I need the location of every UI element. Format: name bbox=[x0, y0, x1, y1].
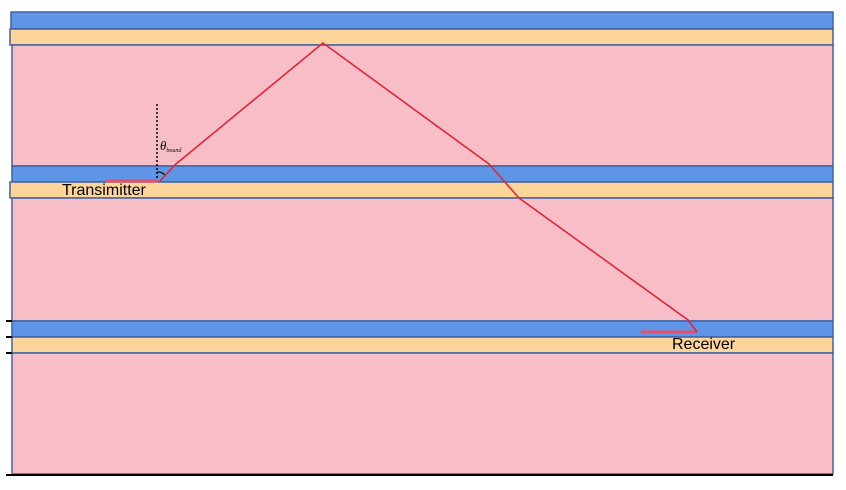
angle-label: θbound bbox=[160, 139, 181, 154]
signal-ray bbox=[159, 41, 698, 333]
substrate-layer-1 bbox=[11, 44, 834, 167]
lower-metal-layer bbox=[11, 320, 834, 338]
angle-subscript: bound bbox=[166, 148, 182, 154]
substrate-layer-2 bbox=[11, 197, 834, 322]
substrate-layer-3 bbox=[11, 352, 834, 475]
angle-symbol: θ bbox=[160, 138, 167, 153]
receiver-label: Receiver bbox=[672, 336, 736, 353]
top-interface-layer bbox=[9, 28, 834, 46]
top-metal-layer bbox=[10, 11, 834, 30]
transmitter-label: Transimitter bbox=[62, 182, 146, 199]
